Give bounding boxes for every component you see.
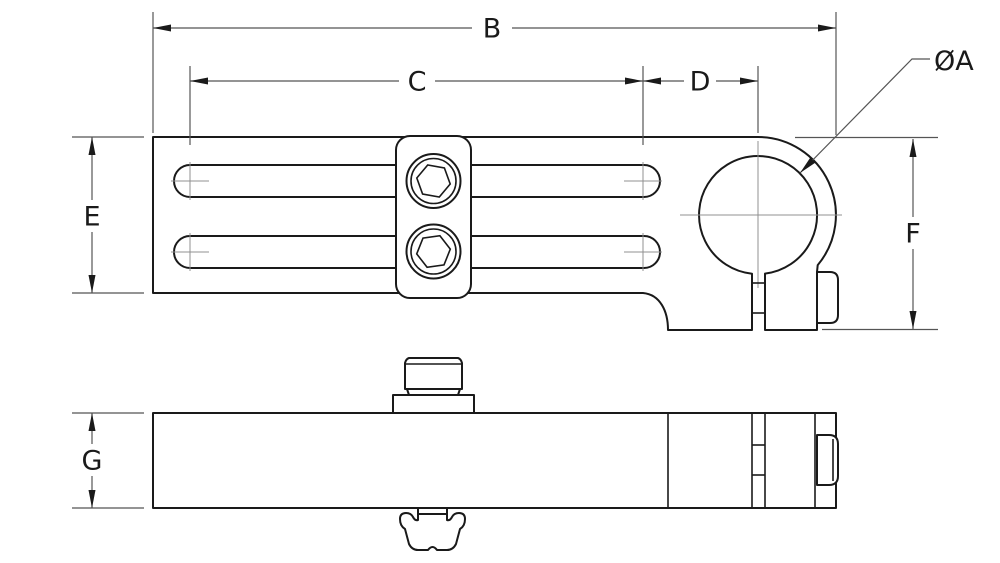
arrowhead [190,77,208,85]
arrowhead [153,24,171,32]
dimensions: B C D E [72,12,974,509]
slot-centerlines [171,162,662,271]
dim-dia-a: ØA [799,46,974,174]
dim-dia-a-label: ØA [934,46,974,77]
screw-head-circle [405,223,462,280]
hex-socket [415,164,452,198]
screw-head-inner-circle [410,228,457,275]
hex-socket [415,234,452,269]
arrowhead [800,157,816,173]
arrowhead [625,77,643,85]
dim-f-label: F [905,219,921,250]
dim-g-label: G [82,446,103,477]
arrowhead [88,137,96,155]
top-view [152,135,842,331]
screw-head-circle [405,153,462,209]
center-screw-side-view [392,357,475,414]
t-slot-nut-neck [417,507,448,515]
arrowhead [909,139,917,157]
dim-f: F [795,136,938,331]
arrowhead [818,24,836,32]
arrowhead [88,275,96,293]
screw-boss [392,394,475,414]
dim-c-label: C [408,67,427,98]
dim-b-label: B [483,14,502,45]
side-view [152,357,839,551]
clamp-screw-head-side-view [816,434,839,486]
socket-screw-upper [405,153,462,209]
screw-head-inner-circle [410,157,457,205]
arrowhead [88,413,96,431]
t-slot-nut-body [399,512,466,551]
dim-c: C [189,66,644,145]
dim-b: B [152,12,837,135]
clamp-screw-head-top-view [816,271,839,324]
arrowhead [909,311,917,329]
dim-d: D [643,66,759,133]
arrowhead [740,77,758,85]
dim-e-label: E [83,202,100,233]
dim-g: G [72,412,144,509]
arrowhead [643,77,661,85]
t-slot-nut [399,507,466,551]
socket-screw-lower [405,223,462,280]
leader-line [799,58,930,174]
part-outline-side-view [152,412,837,509]
screw-head-side [404,357,463,390]
arrowhead [88,490,96,508]
dim-d-label: D [690,67,711,98]
dim-e: E [72,136,144,294]
